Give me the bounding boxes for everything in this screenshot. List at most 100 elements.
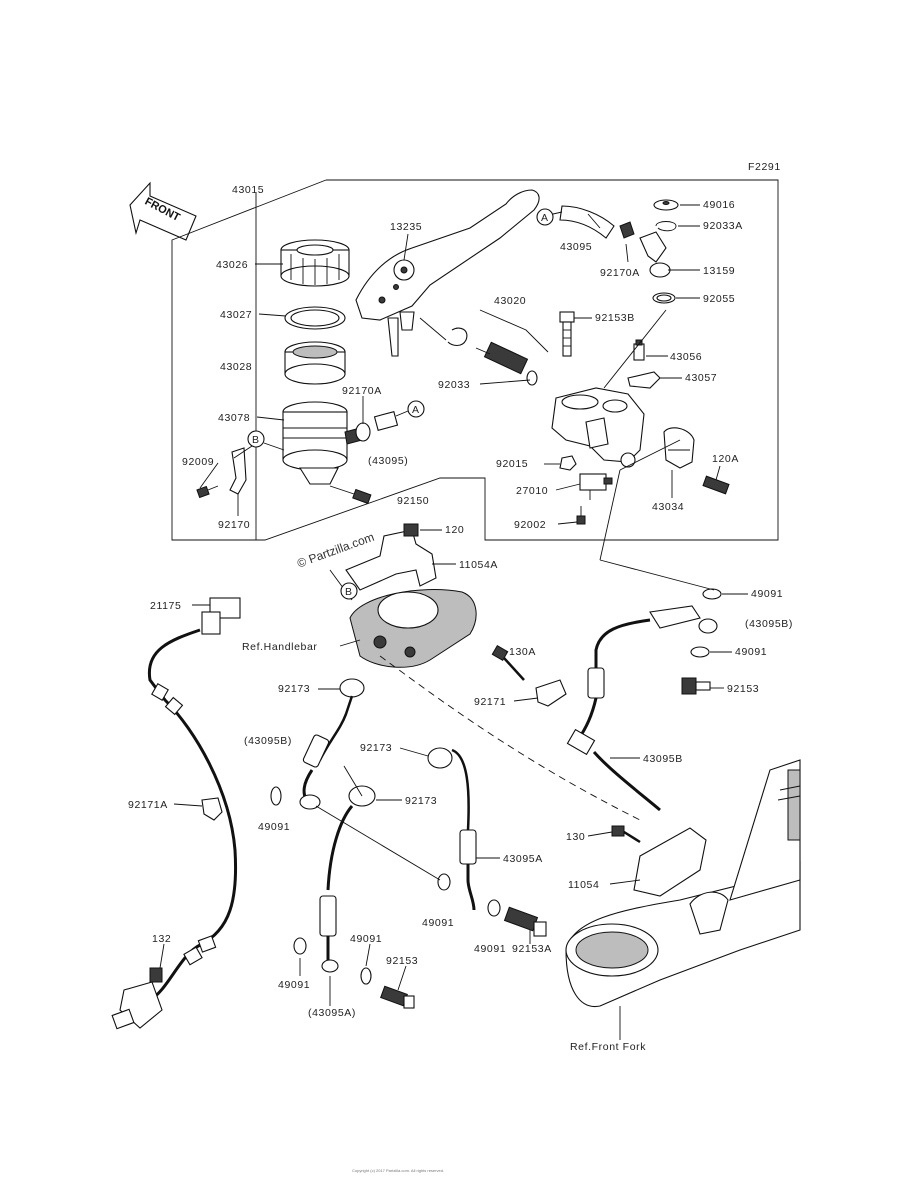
brake-hose-left bbox=[299, 678, 365, 810]
svg-text:A: A bbox=[541, 212, 549, 224]
label-43057: 43057 bbox=[685, 372, 717, 384]
label-43027: 43027 bbox=[220, 309, 252, 321]
hose-clamp-92171 bbox=[535, 679, 567, 707]
front-arrow-icon: FRONT bbox=[129, 181, 197, 241]
label-43095a: 43095A bbox=[503, 853, 543, 865]
brake-hose-43095b bbox=[566, 605, 718, 812]
brake-light-switch bbox=[579, 473, 613, 500]
label-43026: 43026 bbox=[216, 259, 248, 271]
svg-text:B: B bbox=[252, 434, 260, 446]
label-43095-paren: (43095) bbox=[368, 455, 408, 467]
label-92150: 92150 bbox=[397, 495, 429, 507]
label-92171: 92171 bbox=[474, 696, 506, 708]
label-132: 132 bbox=[152, 933, 171, 945]
label-92153a: 92153A bbox=[512, 943, 552, 955]
reservoir-cap bbox=[280, 239, 350, 287]
bleed-valve bbox=[633, 339, 645, 361]
callout-a-mid: A bbox=[395, 400, 425, 418]
bolt-120a bbox=[702, 475, 730, 495]
washer-49091-f bbox=[293, 937, 307, 955]
cable-clamp-92171a bbox=[201, 797, 223, 821]
label-49091-e: 49091 bbox=[474, 943, 506, 955]
label-92153b: 92153B bbox=[595, 312, 635, 324]
nut-92015 bbox=[559, 455, 577, 471]
screw-92002 bbox=[576, 506, 586, 525]
label-92055: 92055 bbox=[703, 293, 735, 305]
washer-49091-c bbox=[270, 786, 282, 806]
label-ref-front-fork: Ref.Front Fork bbox=[570, 1041, 646, 1053]
callout-c: B bbox=[340, 582, 358, 600]
speed-sensor bbox=[111, 967, 163, 1030]
washer-49091-d bbox=[437, 873, 451, 891]
label-92153-lower: 92153 bbox=[386, 955, 418, 967]
reservoir-gasket bbox=[284, 306, 346, 330]
label-92033: 92033 bbox=[438, 379, 470, 391]
label-49091-a: 49091 bbox=[751, 588, 783, 600]
hose-clamp-left bbox=[355, 410, 399, 442]
label-92173-a: 92173 bbox=[278, 683, 310, 695]
footer-copyright: Copyright (c) 2017 Partzilla.com. All ri… bbox=[352, 1168, 444, 1173]
banjo-bolt-92153-lower bbox=[380, 985, 415, 1009]
label-92153-right: 92153 bbox=[727, 683, 759, 695]
svg-text:A: A bbox=[412, 404, 420, 416]
label-49091-d: 49091 bbox=[422, 917, 454, 929]
screw-92009 bbox=[196, 485, 219, 499]
figure-code: F2291 bbox=[748, 161, 781, 173]
abs-sensor-cable bbox=[147, 597, 241, 1002]
brake-hose-43095a bbox=[319, 747, 477, 973]
label-92173-c: 92173 bbox=[405, 795, 437, 807]
label-43056: 43056 bbox=[670, 351, 702, 363]
callout-a-top: A bbox=[536, 208, 563, 226]
label-13159: 13159 bbox=[703, 265, 735, 277]
label-130a: 130A bbox=[509, 646, 536, 658]
bolt-130a bbox=[491, 644, 525, 681]
label-92171a: 92171A bbox=[128, 799, 168, 811]
label-11054a: 11054A bbox=[459, 559, 498, 571]
washer-49091-e bbox=[487, 899, 501, 917]
reservoir-hose bbox=[559, 205, 635, 239]
label-120a: 120A bbox=[712, 453, 739, 465]
bracket-11054a bbox=[345, 523, 437, 591]
label-43078: 43078 bbox=[218, 412, 250, 424]
piston-assembly bbox=[419, 309, 549, 386]
label-92009: 92009 bbox=[182, 456, 214, 468]
screw-92150 bbox=[329, 485, 372, 505]
reservoir-body bbox=[282, 401, 363, 485]
label-92033a: 92033A bbox=[703, 220, 743, 232]
label-43095b-paren-left: (43095B) bbox=[244, 735, 292, 747]
label-43095: 43095 bbox=[560, 241, 592, 253]
washer-49091-a bbox=[702, 588, 722, 600]
assembly-frame bbox=[171, 179, 779, 541]
label-92015: 92015 bbox=[496, 458, 528, 470]
label-92002: 92002 bbox=[514, 519, 546, 531]
master-cylinder-body bbox=[551, 387, 645, 468]
callout-b: B bbox=[233, 430, 285, 459]
label-92170: 92170 bbox=[218, 519, 250, 531]
bolt-130 bbox=[611, 825, 641, 844]
label-ref-handlebar: Ref.Handlebar bbox=[242, 641, 318, 653]
label-49016: 49016 bbox=[703, 199, 735, 211]
diaphragm-plate bbox=[284, 341, 346, 385]
label-120: 120 bbox=[445, 524, 464, 536]
label-43095b: 43095B bbox=[643, 753, 683, 765]
label-43028: 43028 bbox=[220, 361, 252, 373]
label-43095a-paren: (43095A) bbox=[308, 1007, 356, 1019]
label-49091-c: 49091 bbox=[258, 821, 290, 833]
label-43095b-paren-right: (43095B) bbox=[745, 618, 793, 630]
svg-text:B: B bbox=[345, 586, 353, 598]
hose-bracket-11054 bbox=[633, 827, 707, 897]
label-49091-b: 49091 bbox=[735, 646, 767, 658]
label-130: 130 bbox=[566, 831, 585, 843]
label-27010: 27010 bbox=[516, 485, 548, 497]
label-49091-f: 49091 bbox=[350, 933, 382, 945]
label-92170a-right: 92170A bbox=[600, 267, 640, 279]
label-43015: 43015 bbox=[232, 184, 264, 196]
circlip-92033a bbox=[655, 221, 677, 232]
washer-49091-b bbox=[690, 646, 710, 658]
front-fork-triple-clamp bbox=[565, 759, 801, 1008]
master-cylinder-holder bbox=[663, 427, 695, 469]
label-13235: 13235 bbox=[390, 221, 422, 233]
label-49091-g: 49091 bbox=[278, 979, 310, 991]
label-92173-b: 92173 bbox=[360, 742, 392, 754]
